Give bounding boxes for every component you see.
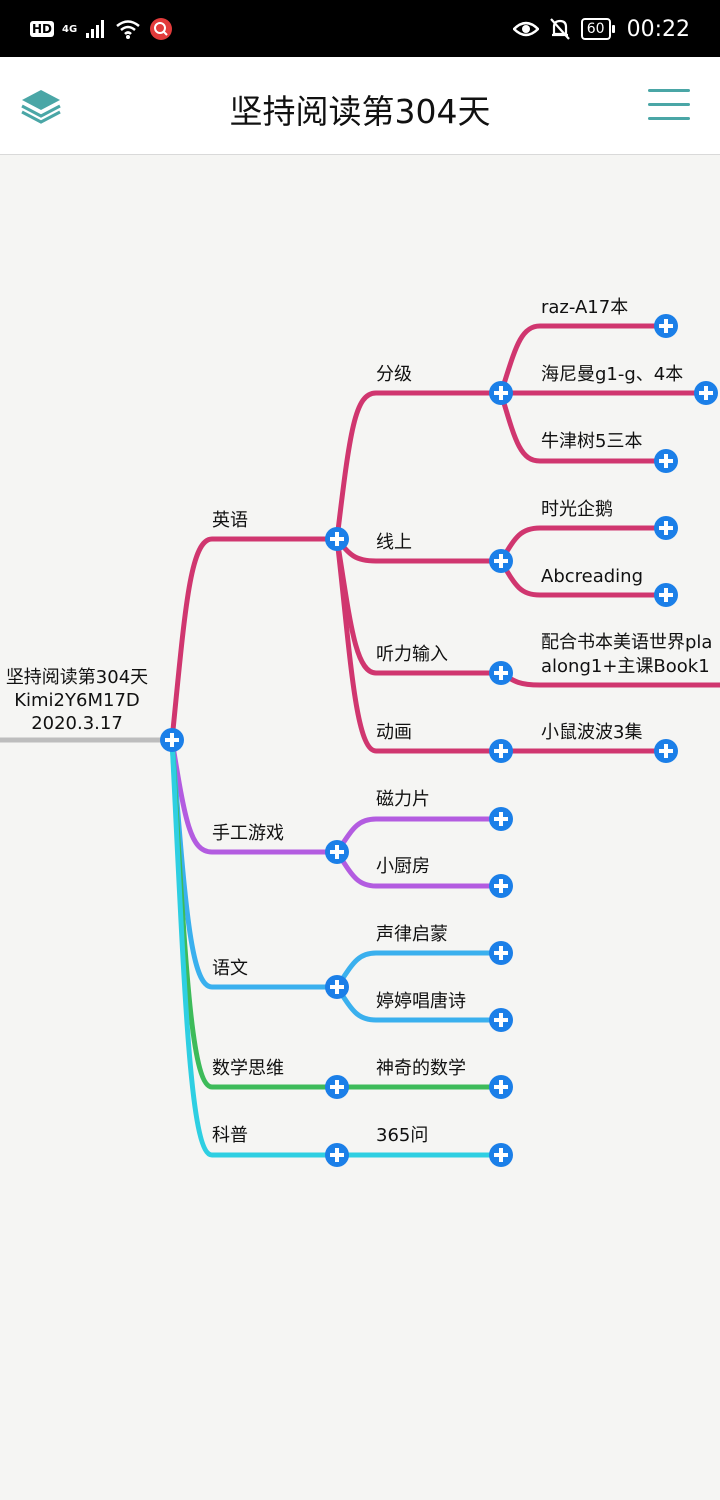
menu-icon[interactable]	[648, 87, 692, 123]
mind-map-canvas[interactable]: 坚持阅读第304天 Kimi2Y6M17D 2020.3.17 英语 分级 ra…	[0, 155, 720, 1496]
node-raz[interactable]: raz-A17本	[541, 297, 628, 318]
link-raz	[498, 323, 669, 396]
expand-365-button[interactable]	[489, 1143, 513, 1167]
link-graded	[334, 390, 504, 542]
root-title: 坚持阅读第304天	[6, 667, 148, 688]
link-science	[169, 737, 340, 1158]
node-online[interactable]: 线上	[376, 532, 412, 553]
link-english	[169, 536, 340, 743]
node-craft[interactable]: 手工游戏	[212, 823, 284, 844]
node-magnetic[interactable]: 磁力片	[376, 789, 430, 810]
node-poems[interactable]: 婷婷唱唐诗	[376, 991, 466, 1012]
node-cartoon[interactable]: 动画	[376, 722, 412, 743]
node-chinese[interactable]: 语文	[212, 958, 248, 979]
hd-icon: HD	[30, 21, 55, 37]
node-heinemann[interactable]: 海尼曼g1-g、4本	[541, 364, 683, 385]
clock: 00:22	[626, 16, 690, 42]
app-bar: 坚持阅读第304天	[0, 57, 720, 155]
expand-math-button[interactable]	[325, 1075, 349, 1099]
link-penguin	[498, 525, 669, 564]
expand-craft-button[interactable]	[325, 840, 349, 864]
node-rhyme[interactable]: 声律启蒙	[376, 924, 448, 945]
link-rhyme	[334, 950, 504, 990]
expand-poems-button[interactable]	[489, 1008, 513, 1032]
link-online	[334, 536, 504, 564]
link-oxford	[498, 390, 669, 464]
page-title: 坚持阅读第304天	[229, 92, 491, 131]
node-abcreading[interactable]: Abcreading	[541, 566, 643, 587]
root-date: 2020.3.17	[31, 713, 123, 734]
node-365[interactable]: 365问	[376, 1125, 428, 1146]
expand-english-button[interactable]	[325, 527, 349, 551]
node-english[interactable]: 英语	[212, 510, 248, 531]
expand-raz-button[interactable]	[654, 314, 678, 338]
node-maisy[interactable]: 小鼠波波3集	[541, 722, 642, 743]
expand-magic-math-button[interactable]	[489, 1075, 513, 1099]
layers-icon[interactable]	[18, 84, 64, 128]
expand-maisy-button[interactable]	[654, 739, 678, 763]
expand-listening-button[interactable]	[489, 661, 513, 685]
expand-penguin-button[interactable]	[654, 516, 678, 540]
expand-graded-button[interactable]	[489, 381, 513, 405]
node-math[interactable]: 数学思维	[212, 1058, 284, 1079]
expand-science-button[interactable]	[325, 1143, 349, 1167]
node-listening[interactable]: 听力输入	[376, 644, 448, 665]
node-listening-item-line1[interactable]: 配合书本美语世界pla	[541, 632, 712, 653]
expand-kitchen-button[interactable]	[489, 874, 513, 898]
expand-online-button[interactable]	[489, 549, 513, 573]
status-bar: HD 4G 60 00:22	[0, 0, 720, 57]
wifi-icon	[116, 20, 140, 39]
node-penguin[interactable]: 时光企鹅	[541, 499, 613, 520]
expand-magnetic-button[interactable]	[489, 807, 513, 831]
node-magic-math[interactable]: 神奇的数学	[376, 1058, 466, 1079]
node-kitchen[interactable]: 小厨房	[376, 856, 430, 877]
eye-icon	[512, 21, 539, 37]
link-cartoon	[334, 536, 504, 754]
expand-heinemann-button[interactable]	[694, 381, 718, 405]
link-chinese	[169, 737, 340, 990]
battery-icon: 60	[580, 18, 615, 40]
node-graded[interactable]: 分级	[376, 364, 412, 385]
network-type: 4G	[62, 23, 78, 35]
node-oxford[interactable]: 牛津树5三本	[541, 431, 642, 452]
signal-icon	[86, 20, 105, 38]
bell-muted-icon	[549, 18, 570, 40]
expand-root-button[interactable]	[160, 728, 184, 752]
expand-oxford-button[interactable]	[654, 449, 678, 473]
node-listening-item-line2[interactable]: along1+主课Book1	[541, 656, 710, 677]
expand-abcreading-button[interactable]	[654, 583, 678, 607]
link-magnetic	[334, 816, 504, 855]
node-science[interactable]: 科普	[212, 1125, 248, 1146]
link-math	[169, 737, 340, 1090]
root-name: Kimi2Y6M17D	[14, 690, 140, 711]
expand-cartoon-button[interactable]	[489, 739, 513, 763]
expand-chinese-button[interactable]	[325, 975, 349, 999]
search-app-icon	[150, 18, 173, 40]
expand-rhyme-button[interactable]	[489, 941, 513, 965]
